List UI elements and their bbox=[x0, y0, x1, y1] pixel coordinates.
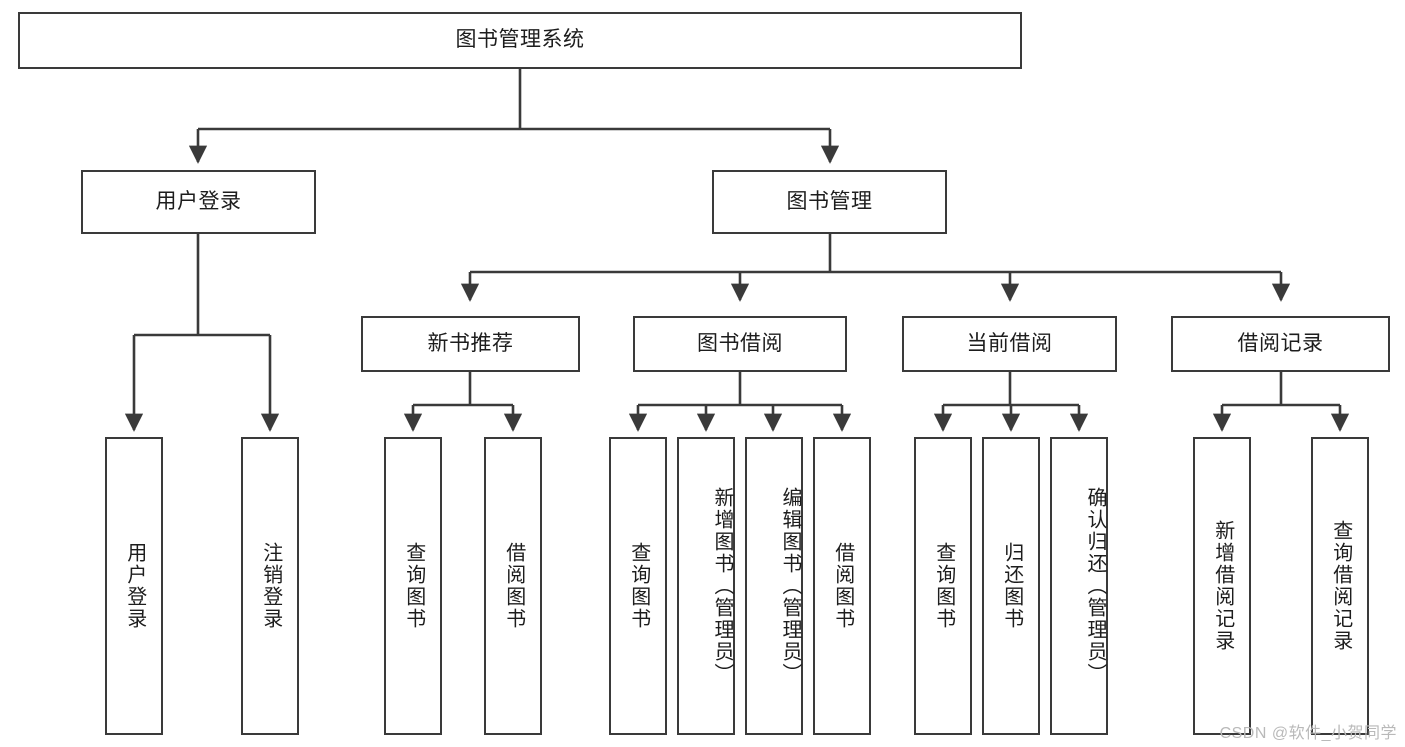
node-label: 编辑图书（管理员） bbox=[779, 487, 801, 685]
node-label: 用户登录 bbox=[155, 189, 242, 213]
leaf-current-query-book[interactable]: 查询图书 bbox=[914, 437, 972, 735]
leaf-borrow-borrow-book[interactable]: 借阅图书 bbox=[813, 437, 871, 735]
leaf-borrow-add-book-admin[interactable]: 新增图书（管理员） bbox=[677, 437, 735, 735]
node-label: 借阅图书 bbox=[502, 542, 525, 630]
node-root-system[interactable]: 图书管理系统 bbox=[18, 12, 1022, 69]
node-label: 新增图书（管理员） bbox=[711, 487, 733, 685]
leaf-new-book-borrow[interactable]: 借阅图书 bbox=[484, 437, 542, 735]
node-label: 新增借阅记录 bbox=[1211, 520, 1234, 652]
node-label: 注销登录 bbox=[259, 542, 282, 630]
node-label: 图书管理系统 bbox=[455, 28, 585, 52]
leaf-current-return-book[interactable]: 归还图书 bbox=[982, 437, 1040, 735]
node-label: 借阅记录 bbox=[1237, 331, 1324, 355]
leaf-new-book-query[interactable]: 查询图书 bbox=[384, 437, 442, 735]
leaf-record-query-record[interactable]: 查询借阅记录 bbox=[1311, 437, 1369, 735]
node-label: 图书管理 bbox=[786, 189, 873, 213]
csdn-watermark: CSDN @软件_小贺同学 bbox=[1219, 725, 1397, 742]
leaf-user-login-logout[interactable]: 注销登录 bbox=[241, 437, 299, 735]
node-label: 借阅图书 bbox=[831, 542, 854, 630]
leaf-borrow-edit-book-admin[interactable]: 编辑图书（管理员） bbox=[745, 437, 803, 735]
node-label: 归还图书 bbox=[1000, 542, 1023, 630]
node-new-book-recommend[interactable]: 新书推荐 bbox=[361, 316, 580, 372]
node-label: 查询图书 bbox=[932, 542, 955, 630]
node-label: 确认归还（管理员） bbox=[1084, 487, 1106, 685]
node-label: 当前借阅 bbox=[966, 331, 1053, 355]
node-label: 用户登录 bbox=[123, 542, 146, 630]
node-label: 查询借阅记录 bbox=[1329, 520, 1352, 652]
node-label: 图书借阅 bbox=[697, 331, 783, 355]
leaf-borrow-query-book[interactable]: 查询图书 bbox=[609, 437, 667, 735]
node-label: 新书推荐 bbox=[427, 331, 514, 355]
leaf-current-confirm-return-admin[interactable]: 确认归还（管理员） bbox=[1050, 437, 1108, 735]
leaf-user-login-login[interactable]: 用户登录 bbox=[105, 437, 163, 735]
node-borrow-record[interactable]: 借阅记录 bbox=[1171, 316, 1390, 372]
leaf-record-add-record[interactable]: 新增借阅记录 bbox=[1193, 437, 1251, 735]
node-label: 查询图书 bbox=[402, 542, 425, 630]
node-book-borrow[interactable]: 图书借阅 bbox=[633, 316, 847, 372]
node-label: 查询图书 bbox=[627, 542, 650, 630]
node-book-management[interactable]: 图书管理 bbox=[712, 170, 947, 234]
node-user-login[interactable]: 用户登录 bbox=[81, 170, 316, 234]
node-current-borrow[interactable]: 当前借阅 bbox=[902, 316, 1117, 372]
